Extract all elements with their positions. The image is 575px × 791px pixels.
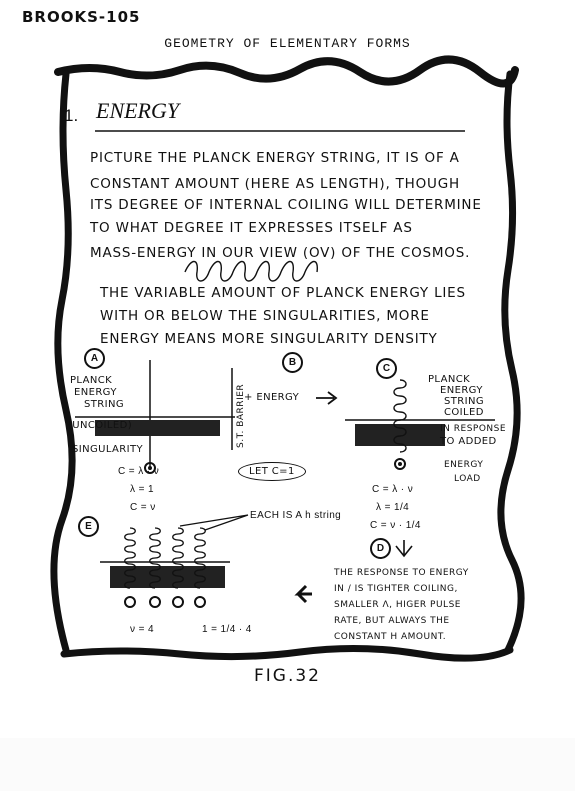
equation-e-line: 1 = 1/4 · 4	[202, 624, 252, 635]
response-text-line: THE RESPONSE TO ENERGY	[334, 568, 469, 578]
plus-energy-label: + ENERGY	[244, 392, 300, 403]
planck-label-line: STRING	[84, 399, 124, 410]
equation-c-line: λ = 1/4	[376, 502, 410, 513]
planck-coiled-line: ENERGY	[440, 385, 483, 396]
body-line: PICTURE THE PLANCK ENERGY STRING, IT IS …	[90, 150, 460, 166]
equation-a-line: C = ν	[130, 502, 156, 513]
body-line: MASS-ENERGY IN OUR VIEW (OV) OF THE COSM…	[90, 245, 471, 261]
response-text-line: IN / IS TIGHTER COILING,	[334, 584, 458, 594]
page-bottom-margin	[0, 738, 575, 791]
equation-c-line: C = ν · 1/4	[370, 520, 421, 531]
diagram-label-c: C	[376, 358, 397, 379]
singularity-label: SINGULARITY	[72, 444, 144, 455]
response-label-line: IN RESPONSE	[440, 424, 507, 434]
response-text-line: CONSTANT h AMOUNT.	[334, 632, 447, 642]
response-text-line: SMALLER λ, HIGER PULSE	[334, 600, 461, 610]
equation-a-line: λ = 1	[130, 484, 154, 495]
equation-e-line: ν = 4	[130, 624, 154, 635]
diagram-label-e: E	[78, 516, 99, 537]
planck-coiled-line: PLANCK	[428, 374, 471, 385]
diagram-label-d: D	[370, 538, 391, 559]
let-c-label: LET C=1	[238, 462, 306, 481]
diagram-label-a: A	[84, 348, 105, 369]
diagram-label-b: B	[282, 352, 303, 373]
section-title: ENERGY	[96, 98, 180, 123]
equation-a-line: C = λ · ν	[118, 466, 160, 477]
planck-label-line: ENERGY	[74, 387, 117, 398]
book-title: GEOMETRY OF ELEMENTARY FORMS	[164, 36, 411, 51]
response-label-line: LOAD	[454, 474, 481, 484]
response-label-line: TO ADDED	[440, 436, 497, 447]
equation-c-line: C = λ · ν	[372, 484, 414, 495]
body-line: ITS DEGREE OF INTERNAL COILING WILL DETE…	[90, 197, 482, 213]
planck-coiled-line: COILED	[444, 407, 484, 418]
body-line: CONSTANT AMOUNT (here as length), THOUGH	[90, 176, 460, 192]
each-is-label: EACH IS A h string	[250, 510, 342, 521]
planck-coiled-line: STRING	[444, 396, 484, 407]
body-line: WITH OR BELOW THE SINGULARITIES, MORE	[100, 308, 430, 324]
response-label-line: ENERGY	[444, 460, 484, 470]
body-line: ENERGY MEANS MORE SINGULARITY DENSITY	[100, 331, 438, 347]
response-text-line: RATE, BUT ALWAYS THE	[334, 616, 450, 626]
planck-label-line: PLANCK	[70, 375, 113, 386]
uncoiled-label: (UNCOILED)	[68, 420, 132, 431]
body-line: TO WHAT DEGREE IT EXPRESSES ITSELF AS	[90, 220, 413, 236]
section-number: 1.	[64, 106, 79, 125]
figure-caption: FIG.32	[253, 666, 321, 686]
page-top-label: BROOKS-105	[22, 8, 141, 26]
body-line: THE VARIABLE AMOUNT OF PLANCK ENERGY LIE…	[100, 285, 466, 301]
